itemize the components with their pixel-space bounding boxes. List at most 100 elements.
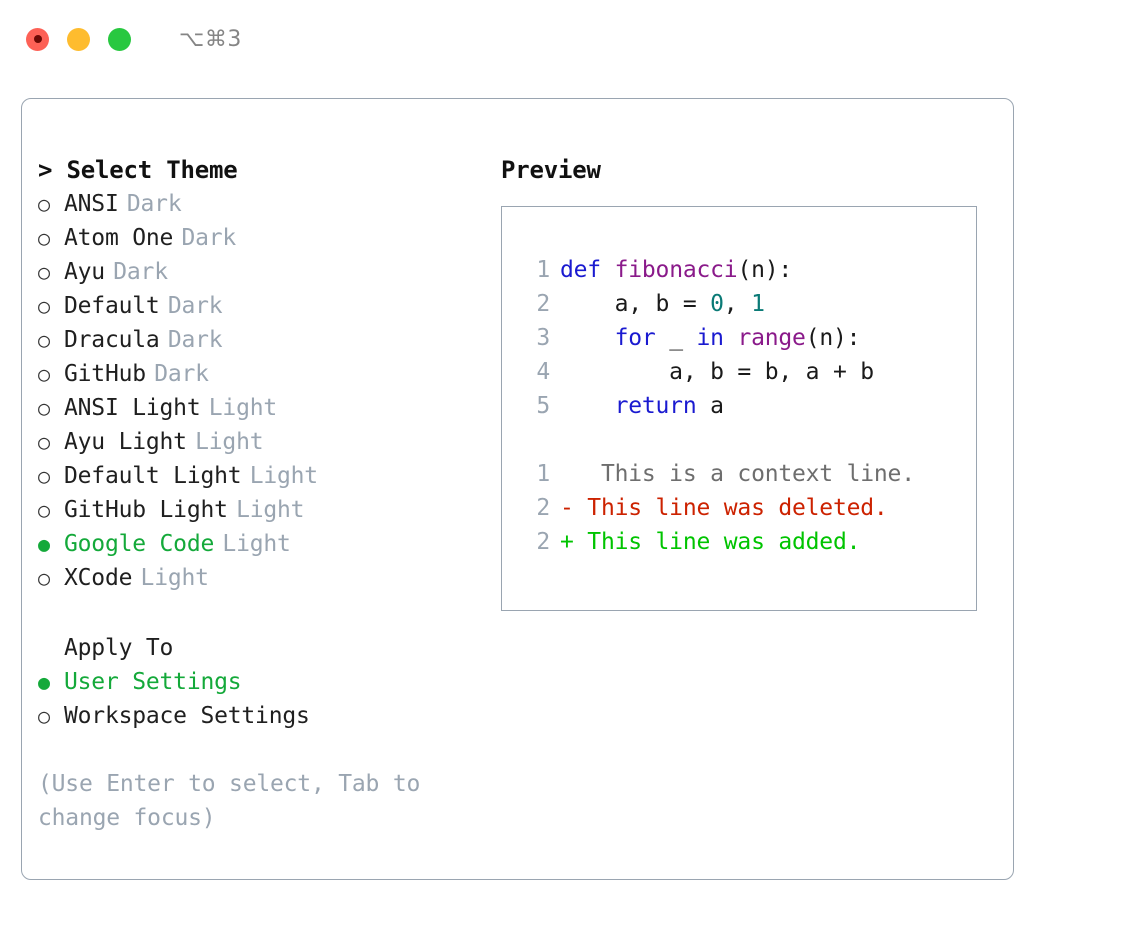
code-token-kw: def (560, 257, 601, 283)
keyboard-hint-text: (Use Enter to select, Tab to change focu… (38, 771, 421, 831)
radio-unselected-icon: ○ (38, 566, 50, 590)
title-bar: ⌥⌘3 (0, 0, 1140, 78)
theme-option-variant: Dark (167, 293, 223, 319)
code-line-content: a, b = b, a + b (560, 355, 874, 389)
code-token-punc: (n): (805, 325, 861, 351)
theme-option-ansi-light[interactable]: ○ ANSI Light Light (38, 391, 488, 425)
theme-option-google-code[interactable]: ● Google Code Light (38, 527, 488, 561)
theme-option-atom-one[interactable]: ○ Atom One Dark (38, 221, 488, 255)
radio-unselected-icon: ○ (38, 464, 50, 488)
theme-option-variant: Light (236, 497, 305, 523)
radio-unselected-icon: ○ (38, 498, 50, 522)
theme-option-variant: Dark (167, 327, 223, 353)
code-token-fn: fibonacci (614, 257, 738, 283)
minimize-button[interactable] (67, 27, 90, 51)
code-token-num: 0 (710, 291, 724, 317)
code-token-plain (724, 325, 738, 351)
code-token-plain: , (723, 291, 752, 317)
code-token-plain: a, b = (560, 291, 711, 317)
apply-to-option-user-settings[interactable]: ● User Settings (38, 665, 488, 699)
theme-option-variant: Dark (126, 191, 182, 217)
line-number: 2 (536, 495, 550, 521)
apply-to-option-label: User Settings (64, 669, 242, 695)
code-line-content: a, b = 0, 1 (560, 287, 765, 321)
code-line: 1 def fibonacci(n): (516, 253, 976, 287)
theme-option-variant: Light (208, 395, 278, 421)
diff-line-add: 2 + This line was added. (516, 525, 976, 559)
radio-unselected-icon: ○ (38, 396, 50, 420)
diff-marker: + (560, 529, 574, 555)
radio-unselected-icon: ○ (38, 704, 50, 728)
theme-option-default[interactable]: ○ Default Dark (38, 289, 488, 323)
diff-marker (560, 457, 574, 491)
diff-line-content: This line was added. (573, 529, 861, 555)
theme-option-variant: Light (195, 429, 264, 455)
apply-to-heading: Apply To (64, 635, 174, 661)
radio-unselected-icon: ○ (38, 362, 50, 386)
theme-option-variant: Light (222, 531, 291, 557)
radio-unselected-icon: ○ (38, 226, 50, 250)
traffic-light-group (26, 27, 131, 51)
theme-option-label: Atom One (64, 225, 174, 251)
theme-option-label: ANSI Light (64, 395, 201, 421)
line-number: 1 (536, 257, 550, 283)
diff-marker: - (560, 495, 574, 521)
theme-option-ayu[interactable]: ○ Ayu Dark (38, 255, 488, 289)
theme-option-variant: Dark (181, 225, 237, 251)
theme-option-label: Default (64, 293, 160, 319)
theme-option-label: GitHub (64, 361, 146, 387)
code-token-kw: for (614, 325, 656, 351)
apply-to-option-workspace-settings[interactable]: ○ Workspace Settings (38, 699, 488, 733)
line-number: 2 (536, 529, 550, 555)
code-token-fn: range (737, 325, 806, 351)
theme-option-xcode[interactable]: ○ XCode Light (38, 561, 488, 595)
apply-to-option-label: Workspace Settings (64, 703, 310, 729)
code-line: 3 for _ in range(n): (516, 321, 976, 355)
code-token-plain (601, 257, 615, 283)
preview-heading: Preview (501, 156, 601, 184)
code-token-plain: _ (655, 325, 697, 351)
code-line: 4 a, b = b, a + b (516, 355, 976, 389)
theme-option-github-light[interactable]: ○ GitHub Light Light (38, 493, 488, 527)
code-token-kw: in (696, 325, 724, 351)
radio-unselected-icon: ○ (38, 260, 50, 284)
theme-option-label: XCode (64, 565, 133, 591)
theme-option-variant: Light (249, 463, 318, 489)
code-token-num: 1 (751, 291, 765, 317)
diff-line-content: This is a context line. (573, 461, 915, 487)
radio-selected-icon: ● (38, 532, 50, 556)
code-line: 5 return a (516, 389, 976, 423)
code-token-plain (560, 393, 615, 419)
close-button[interactable] (26, 27, 49, 51)
diff-sample: 1 This is a context line. 2- This line wa… (516, 457, 976, 559)
radio-selected-icon: ● (38, 670, 50, 694)
radio-unselected-icon: ○ (38, 328, 50, 352)
line-number: 4 (536, 359, 550, 385)
code-line-content: def fibonacci(n): (560, 253, 792, 287)
code-token-punc: (n): (737, 257, 793, 283)
theme-option-variant: Dark (113, 259, 168, 285)
line-number: 5 (536, 393, 550, 419)
diff-line-content: This line was deleted. (573, 495, 888, 521)
zoom-button[interactable] (108, 27, 131, 51)
radio-unselected-icon: ○ (38, 294, 50, 318)
theme-option-label: GitHub Light (64, 497, 228, 523)
theme-option-label: Ayu Light (64, 429, 187, 455)
theme-option-label: Ayu (64, 259, 105, 285)
theme-option-label: Google Code (64, 531, 215, 557)
theme-option-variant: Light (140, 565, 209, 591)
diff-line-ctx: 1 This is a context line. (516, 457, 976, 491)
apply-to-option-list[interactable]: ● User Settings ○ Workspace Settings (38, 665, 488, 733)
code-token-plain (560, 325, 615, 351)
line-number: 2 (536, 291, 550, 317)
